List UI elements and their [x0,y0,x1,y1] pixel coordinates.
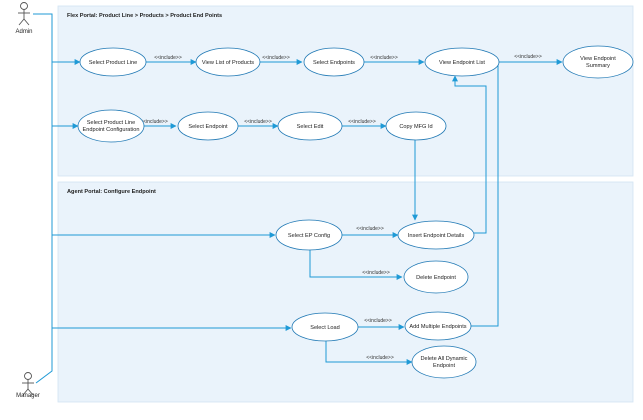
uc-select-product-line[interactable]: Select Product Line [79,47,147,77]
rel-label-7: <<include>> [348,119,376,125]
uc-add-multiple-endpoints-label: Add Multiple Endpoints [409,324,466,330]
manager-actor [22,372,34,396]
uc-delete-endpoint[interactable]: Delete Endpoint [403,260,469,294]
rel-label-8: <<include>> [356,226,384,232]
uc-view-endpoint-summary-label-2: Summary [586,63,610,69]
uc-view-endpoint-list[interactable]: View Endpoint List [424,47,500,77]
link-sepc-delete [309,250,403,280]
relation-labels: <<include>> <<include>> <<include>> <<in… [140,54,542,361]
uc-select-endpoint-label: Select Endpoint [188,124,228,130]
flex-portal-title: Flex Portal: Product Line > Products > P… [67,13,222,19]
agent-portal-title: Agent Portal: Configure Endpoint [67,189,156,195]
uc-view-endpoint-summary-label-1: View Endpoint [580,56,616,62]
admin-actor [18,2,30,26]
uc-select-edit-label: Select Edit [297,124,324,130]
uc-select-load-label: Select Load [310,325,340,331]
rel-label-3: <<include>> [370,55,398,61]
uc-select-endpoints-label: Select Endpoints [313,60,355,66]
uc-select-pl-endpoint-config-label-1: Select Product Line [87,120,136,126]
uc-delete-endpoint-label: Delete Endpoint [416,275,456,281]
rel-label-4: <<include>> [514,54,542,60]
rel-label-5: <<include>> [140,119,168,125]
uc-select-edit[interactable]: Select Edit [277,111,343,141]
uc-view-list-of-products-label: View List of Products [202,60,254,66]
rel-label-1: <<include>> [154,55,182,61]
use-cases: Select Product Line View List of Product… [77,45,634,379]
uc-delete-all-dynamic-endpoint[interactable]: Delete All Dynamic Endpoint [411,345,477,379]
uc-delete-all-dynamic-label-2: Endpoint [433,363,456,369]
rel-label-9: <<include>> [362,270,390,276]
admin-actor-label: Admin [15,29,32,35]
uc-select-pl-endpoint-config-label-2: Endpoint Configuration [83,127,140,133]
link-insert-vel [452,75,487,234]
uc-copy-mfg-id-label: Copy MFG Id [399,124,432,130]
uc-select-endpoints[interactable]: Select Endpoints [303,47,365,77]
uc-view-list-of-products[interactable]: View List of Products [195,47,261,77]
actor-connectors [33,13,292,384]
uc-view-endpoint-list-label: View Endpoint List [439,60,485,66]
rel-label-11: <<include>> [366,355,394,361]
link-load-delete-all [325,341,413,365]
uc-delete-all-dynamic-label-1: Delete All Dynamic [421,356,468,362]
uc-add-multiple-endpoints[interactable]: Add Multiple Endpoints [404,311,472,341]
uc-insert-endpoint-details[interactable]: Insert Endpoint Details [397,220,475,250]
rel-label-2: <<include>> [262,55,290,61]
uc-select-pl-endpoint-config[interactable]: Select Product Line Endpoint Configurati… [77,109,145,143]
uc-select-load[interactable]: Select Load [291,312,359,342]
rel-label-6: <<include>> [244,119,272,125]
uc-copy-mfg-id[interactable]: Copy MFG Id [385,111,447,141]
agent-portal-region [57,181,634,403]
uc-insert-endpoint-details-label: Insert Endpoint Details [408,233,464,239]
uc-view-endpoint-summary[interactable]: View Endpoint Summary [562,45,634,79]
flex-portal-region [57,5,634,177]
uc-select-ep-config-label: Select EP Config [288,233,330,239]
uc-select-product-line-label: Select Product Line [89,60,138,66]
manager-actor-label: Manager [16,393,40,399]
rel-label-10: <<include>> [364,318,392,324]
admin-link [33,13,53,384]
uc-select-ep-config[interactable]: Select EP Config [275,219,343,251]
uc-select-endpoint[interactable]: Select Endpoint [177,111,239,141]
